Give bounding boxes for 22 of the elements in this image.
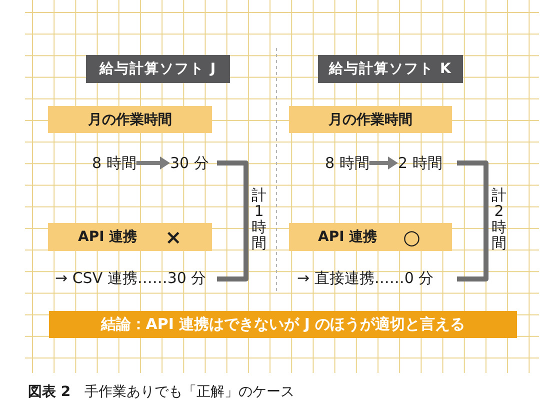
software-name-banner: 給与計算ソフト K	[318, 55, 463, 83]
time-value: 8 時間	[92, 153, 136, 173]
heading-banner: 月の作業時間	[48, 106, 212, 133]
conclusion-banner: 結論：API 連携はできないが J のほうが適切と言える	[49, 311, 517, 338]
workaround-note: → 直接連携……0 分	[297, 268, 434, 288]
time-value: 8 時間	[325, 153, 370, 173]
feature-label: API 連携	[318, 228, 378, 247]
workaround-note: → CSV 連携……30 分	[55, 268, 206, 288]
software-name-banner: 給与計算ソフト J	[86, 55, 230, 83]
figure-caption: 図表 2 手作業ありでも「正解」のケース	[28, 383, 295, 401]
cross-mark: ×	[165, 226, 182, 248]
feature-label: API 連携	[78, 228, 138, 247]
feature-bar	[48, 223, 212, 251]
time-value: 2 時間	[398, 153, 442, 173]
total-time-label: 計1時間	[251, 187, 267, 251]
circle-mark: ○	[403, 226, 420, 248]
feature-bar	[289, 223, 452, 251]
total-time-label: 計2時間	[491, 187, 507, 251]
arrow	[369, 156, 398, 170]
heading-banner: 月の作業時間	[289, 106, 452, 133]
arrow	[136, 156, 170, 170]
time-value: 30 分	[170, 153, 209, 173]
